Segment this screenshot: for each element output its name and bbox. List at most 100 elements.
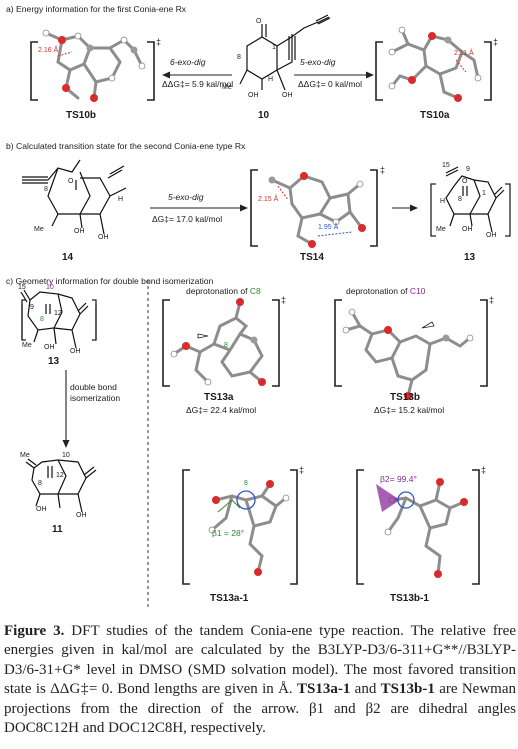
section-b-title: b) Calculated transition state for the s… xyxy=(6,141,246,151)
svg-text:‡: ‡ xyxy=(380,165,385,175)
ts13a1-label: TS13a-1 xyxy=(210,593,249,604)
ts13b1-atoms xyxy=(384,478,468,578)
ts14-model xyxy=(270,174,364,246)
compound-14-structure xyxy=(22,159,127,235)
caption-bold-1: TS13a-1 xyxy=(297,681,351,698)
ts13b-arrow xyxy=(421,321,435,329)
compound-13c-atom-10: 10 xyxy=(46,284,54,291)
ts14-brackets xyxy=(250,169,378,247)
ts10b-brackets xyxy=(30,41,155,101)
compound-13c-oh-1: OH xyxy=(44,344,55,351)
ts13b-model xyxy=(344,310,472,398)
compound-13b-label: 13 xyxy=(464,252,476,263)
compound-13b-atom-8: 8 xyxy=(458,196,462,203)
panel-b-arrow-label: 5-exo-dig xyxy=(168,192,204,202)
compound-14-h: H xyxy=(118,196,124,203)
compound-13c-oh-2: OH xyxy=(70,348,81,355)
ts10a-bond-label: 2.11 Å xyxy=(454,50,474,57)
arrow-to-ts10a xyxy=(294,71,374,79)
ts13b1-model xyxy=(386,480,466,576)
ts13a-atoms xyxy=(170,298,266,386)
compound-11-label: 11 xyxy=(52,524,63,535)
compound-14-oh-1: OH xyxy=(74,228,85,235)
compound-11-me-top: Me xyxy=(20,452,30,459)
compound-10-h: H xyxy=(268,76,274,83)
compound-11-oh-1: OH xyxy=(36,506,47,513)
ts13a1-atoms xyxy=(208,480,290,576)
ts10b-atoms xyxy=(42,29,146,102)
compound-10-atom-8: 8 xyxy=(237,54,241,61)
compound-13c-label: 13 xyxy=(48,356,60,367)
ts10a-brackets xyxy=(375,41,492,101)
deprotonation-c10-prefix: deprotonation of xyxy=(346,286,410,296)
compound-10-atom-1: 1 xyxy=(272,44,276,51)
compound-13b-oxygen: O xyxy=(462,178,468,185)
ts13b1-label: TS13b-1 xyxy=(390,593,429,604)
arrow-right-label: 5-exo-dig xyxy=(300,57,336,67)
deprotonation-c8-label: deprotonation of C8 xyxy=(186,286,261,296)
ts13b-label: TS13b xyxy=(390,392,421,403)
compound-13c-brackets xyxy=(21,299,97,341)
compound-13b-oh-2: OH xyxy=(486,232,497,239)
ts14-bond-red: 2.15 Å xyxy=(258,196,279,203)
svg-text:‡: ‡ xyxy=(299,465,304,475)
compound-14-oxygen: O xyxy=(68,178,74,185)
arrow-isomerization xyxy=(62,370,70,448)
ts10a-model xyxy=(390,28,480,100)
arrow-panel-b xyxy=(150,204,248,212)
ts10a-atoms xyxy=(388,26,482,102)
compound-13b-atom-1: 1 xyxy=(482,190,486,197)
caption-text: DFT studies of the tandem Conia-ene type… xyxy=(4,623,516,698)
compound-10-label: 10 xyxy=(258,110,270,121)
compound-11-atom-12: 12 xyxy=(56,472,64,479)
ts13b1-newman-circle xyxy=(397,491,415,509)
deprotonation-c10-atom: C10 xyxy=(409,286,426,296)
caption-label: Figure 3. xyxy=(4,623,65,639)
deprotonation-c8-prefix: deprotonation of xyxy=(186,286,250,296)
ts13a-label: TS13a xyxy=(204,392,234,403)
ts13a-model xyxy=(172,300,264,384)
compound-13c-atom-8: 8 xyxy=(40,316,44,323)
compound-13-structure xyxy=(445,166,505,233)
compound-13c-atom-15: 15 xyxy=(18,284,26,291)
deprotonation-c10-label: deprotonation of C10 xyxy=(346,286,425,296)
compound-14-oh-2: OH xyxy=(98,234,109,241)
ts13a1-dihedral-arc xyxy=(217,499,241,513)
compound-13b-atom-15: 15 xyxy=(442,162,450,169)
compound-13c-structure xyxy=(20,289,97,349)
compound-11-atom-8: 8 xyxy=(38,480,42,487)
arrow-left-label: 6-exo-dig xyxy=(170,57,206,67)
svg-text:‡: ‡ xyxy=(489,295,494,305)
svg-text:‡: ‡ xyxy=(481,465,486,475)
compound-13b-atom-9: 9 xyxy=(466,166,470,173)
compound-14-atom-8: 8 xyxy=(44,186,48,193)
ts10b-bond-label: 2.16 Å xyxy=(38,47,59,54)
energy-left-label: ΔΔG‡= 5.9 kal/mol xyxy=(162,79,234,89)
compound-13c-atom-9: 9 xyxy=(30,304,34,311)
ts13a1-newman-circle xyxy=(236,490,256,510)
ts13a-atom-8: 8 xyxy=(224,342,228,349)
compound-10-structure xyxy=(239,14,331,91)
ts13b1-beta2: β2= 99.4° xyxy=(380,474,417,484)
ts13b-atoms xyxy=(342,308,474,400)
energy-right-label: ΔΔG‡= 0 kal/mol xyxy=(298,79,363,89)
caption-tail: are Newman projections from the directio… xyxy=(4,681,516,737)
deprotonation-c8-atom: C8 xyxy=(249,286,261,296)
caption-bold-2: TS13b-1 xyxy=(380,681,435,698)
compound-13c-me: Me xyxy=(22,342,32,349)
ts13b1-dihedral-wedge xyxy=(376,484,400,512)
compound-13b-oh-1: OH xyxy=(462,226,473,233)
ts14-hbond xyxy=(317,231,353,237)
compound-11-structure xyxy=(25,458,97,513)
ts14-forming-bond xyxy=(277,185,289,201)
figure-caption: Figure 3. DFT studies of the tandem Coni… xyxy=(4,622,516,738)
ts13b-brackets xyxy=(334,299,488,387)
ts10b-label: TS10b xyxy=(66,110,97,121)
ts13a1-atom-8: 8 xyxy=(244,480,248,487)
arrow-to-ts10b xyxy=(162,71,232,79)
ts14-atoms xyxy=(268,172,366,248)
ts13a-arrow xyxy=(197,333,209,339)
ts10a-label: TS10a xyxy=(420,110,450,121)
ts10b-forming-bond xyxy=(57,51,73,57)
ts14-bond-blue: 1.95 Å xyxy=(318,224,339,231)
